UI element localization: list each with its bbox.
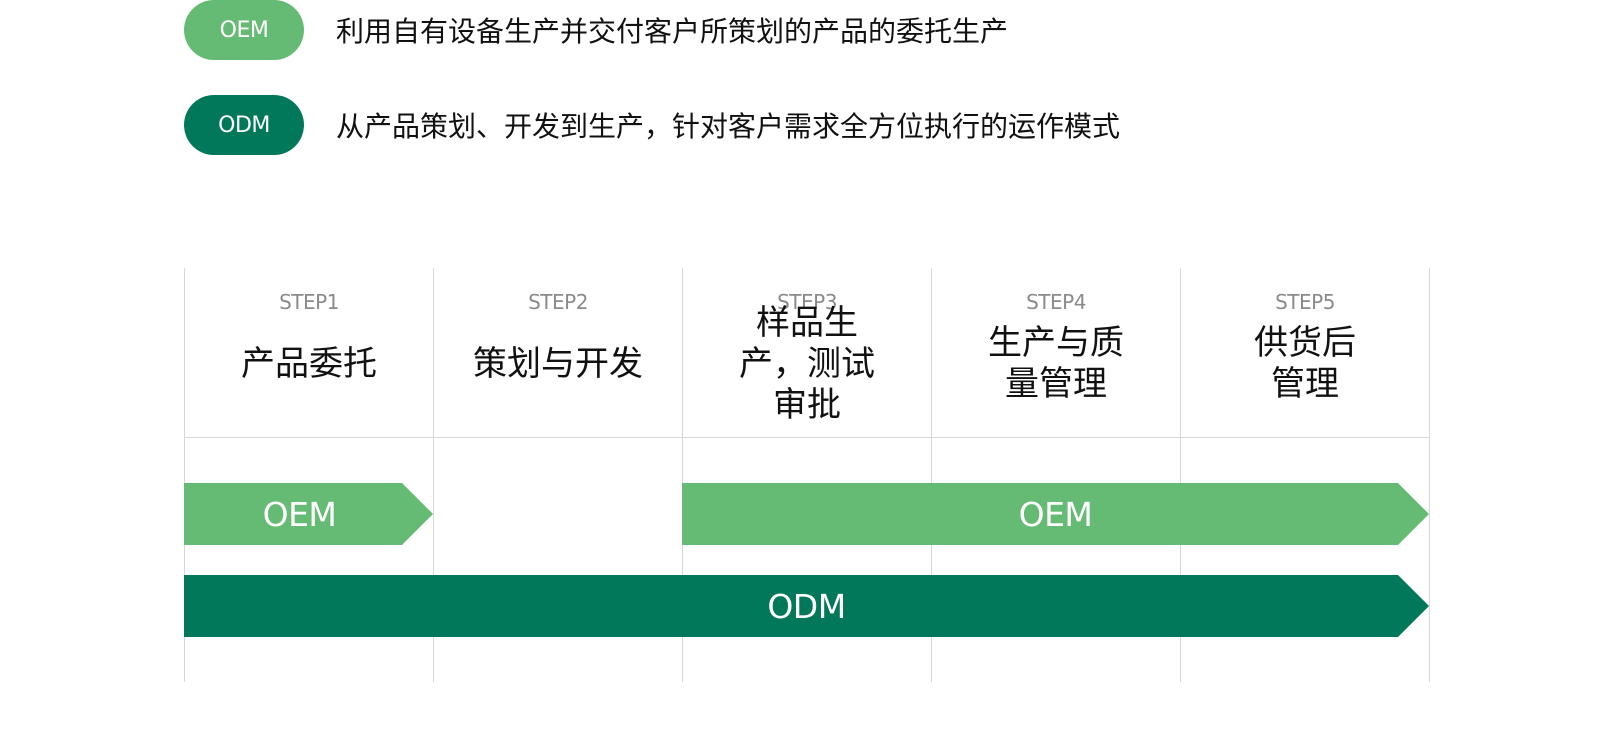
step-2: STEP2 策划与开发 (434, 268, 682, 437)
odm-description: 从产品策划、开发到生产，针对客户需求全方位执行的运作模式 (336, 110, 1121, 143)
grid-line (931, 268, 932, 682)
step-number: STEP2 (528, 290, 588, 314)
step-3: STEP3 样品生产，测试审批 (683, 268, 931, 437)
legend-odm: ODM 从产品策划、开发到生产，针对客户需求全方位执行的运作模式 (184, 95, 1120, 155)
grid-line (1429, 268, 1430, 682)
step-number: STEP5 (1275, 290, 1335, 314)
step-title: 产品委托 (241, 343, 377, 384)
grid-divider (184, 437, 1429, 438)
grid-line (682, 268, 683, 682)
step-4: STEP4 生产与质量管理 (932, 268, 1180, 437)
step-number: STEP4 (1026, 290, 1086, 314)
step-title: 策划与开发 (473, 343, 643, 384)
oem-flow-arrow: OEM (682, 483, 1429, 545)
odm-badge: ODM (184, 95, 304, 155)
odm-flow-arrow: ODM (184, 575, 1429, 637)
step-5: STEP5 供货后管理 (1181, 268, 1429, 437)
grid-line (433, 268, 434, 682)
oem-badge: OEM (184, 0, 304, 60)
step-number: STEP3 (777, 290, 837, 314)
oem-flow-arrow: OEM (184, 483, 433, 545)
step-title: 样品生产，测试审批 (739, 302, 875, 425)
legend-oem: OEM 利用自有设备生产并交付客户所策划的产品的委托生产 (184, 0, 1008, 60)
grid-line (1180, 268, 1181, 682)
oem-description: 利用自有设备生产并交付客户所策划的产品的委托生产 (336, 15, 1009, 48)
step-number: STEP1 (279, 290, 339, 314)
step-title: 供货后管理 (1254, 323, 1356, 404)
step-title: 生产与质量管理 (988, 323, 1124, 404)
grid-line (184, 268, 185, 682)
step-1: STEP1 产品委托 (185, 268, 433, 437)
